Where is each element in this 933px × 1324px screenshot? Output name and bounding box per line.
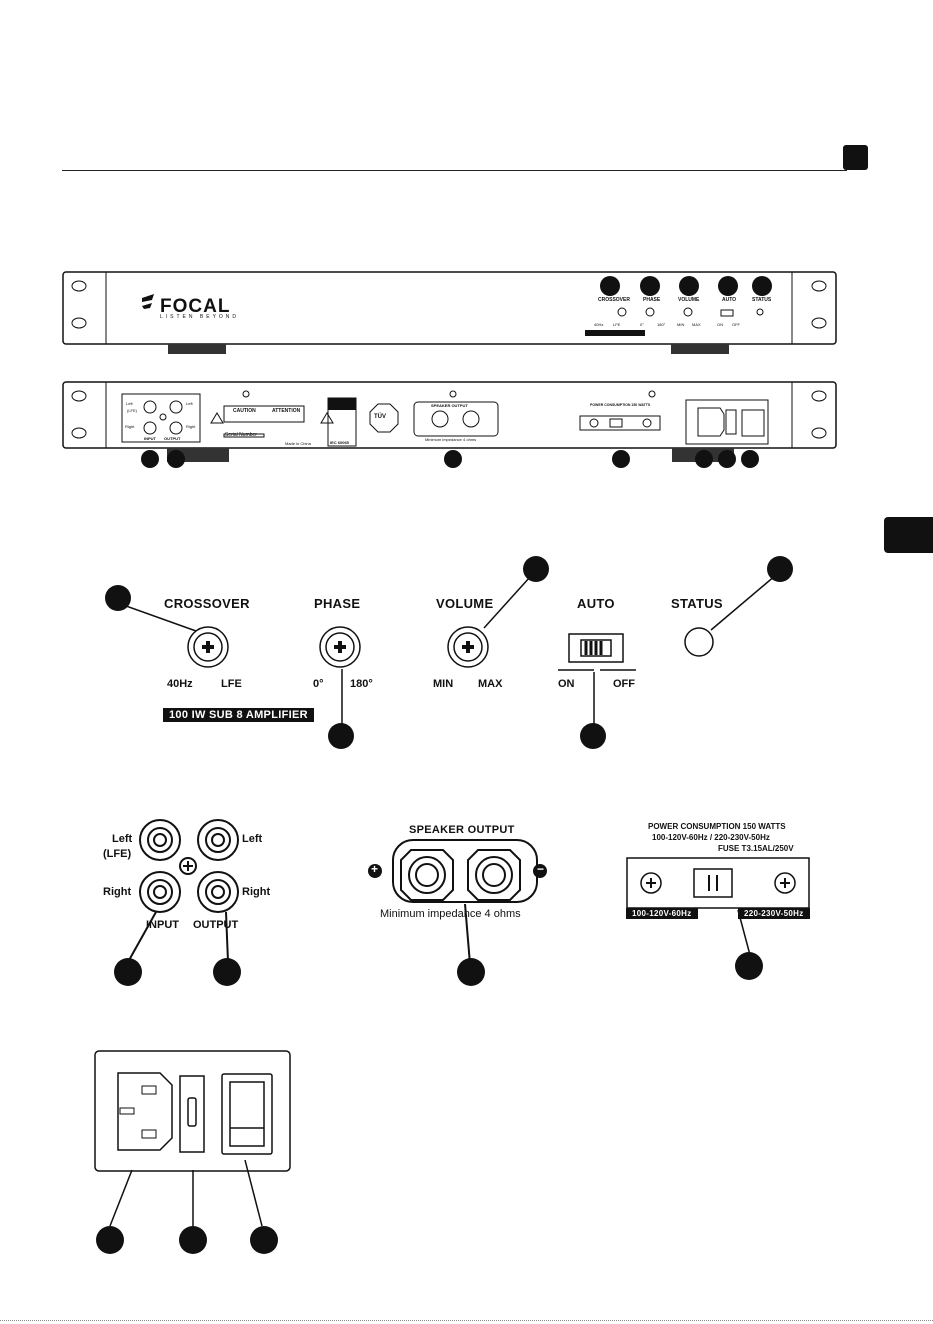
- speaker-minus-icon: −: [537, 862, 545, 876]
- callout-dot: [752, 276, 772, 296]
- callout-dot: [457, 958, 485, 986]
- io-detail-illustration: [127, 819, 239, 963]
- rear-made-in-label: Made in China: [285, 441, 311, 446]
- speaker-output-illustration: [368, 839, 547, 965]
- io-input-right-label: Right: [103, 886, 132, 898]
- callout-dot: [141, 450, 159, 468]
- crossover-max-label: LFE: [221, 678, 242, 690]
- rear-input-lfe-label: (LFE): [127, 408, 137, 413]
- power-consumption-line1: POWER CONSUMPTION 150 WATTS: [648, 822, 786, 831]
- phase-max-label: 180°: [350, 678, 373, 690]
- page-bottom-trim: [0, 1320, 933, 1321]
- front-label-auto: AUTO: [722, 297, 737, 303]
- rear-min-impedance-label: Minimum impedance 4 ohms: [425, 437, 477, 442]
- rear-input-left-label: Left: [126, 401, 133, 406]
- rear-serial-label: Serial Number: [225, 432, 257, 438]
- phase-min-label: 0°: [313, 678, 324, 690]
- rear-attention-label: ATTENTION: [272, 408, 301, 414]
- callout-dot: [523, 556, 549, 582]
- auto-off-label: OFF: [613, 678, 635, 690]
- callout-dot: [640, 276, 660, 296]
- header-rule: [62, 170, 847, 171]
- rear-standard-label: IEC 60065: [330, 440, 349, 445]
- front-sub-on: ON: [717, 322, 723, 327]
- callout-dot: [444, 450, 462, 468]
- amplifier-model-banner: 100 IW SUB 8 AMPLIFIER: [163, 708, 314, 722]
- callout-dot: [612, 450, 630, 468]
- crossover-min-label: 40Hz: [167, 678, 193, 690]
- front-sub-180: 180°: [657, 322, 666, 327]
- callout-dot: [105, 585, 131, 611]
- language-side-tab: [884, 517, 933, 553]
- front-sub-0: 0°: [640, 322, 644, 327]
- crossover-title: CROSSOVER: [164, 596, 250, 611]
- brand-tagline: LISTEN BEYOND: [160, 314, 240, 320]
- front-sub-40hz: 40Hz: [594, 322, 604, 327]
- chapter-marker: [843, 145, 868, 170]
- voltage-selector-illustration: [626, 857, 810, 956]
- io-left-label: Left: [112, 833, 133, 845]
- callout-dot: [679, 276, 699, 296]
- front-label-status: STATUS: [752, 297, 772, 303]
- front-label-phase: PHASE: [643, 297, 661, 303]
- io-output-label: OUTPUT: [193, 919, 239, 931]
- callout-dot: [695, 450, 713, 468]
- callout-dot: [96, 1226, 124, 1254]
- callout-dot: [250, 1226, 278, 1254]
- callout-dot: [167, 450, 185, 468]
- callout-dot: [718, 276, 738, 296]
- volume-max-label: MAX: [478, 678, 503, 690]
- rear-caution-label: CAUTION: [233, 408, 256, 414]
- rear-input-right-label: Right: [125, 424, 135, 429]
- controls-detail-illustration: [125, 574, 777, 731]
- callout-dot: [718, 450, 736, 468]
- front-sub-off: OFF: [732, 322, 740, 327]
- rear-output-right-label: Right: [186, 424, 196, 429]
- callout-dot: [213, 958, 241, 986]
- callout-dot: [741, 450, 759, 468]
- rear-output-left-label: Left: [186, 401, 193, 406]
- speaker-plus-icon: +: [371, 862, 379, 876]
- io-output-left-label: Left: [242, 833, 263, 845]
- callout-dot: [600, 276, 620, 296]
- callout-dot: [179, 1226, 207, 1254]
- callout-dot: [735, 952, 763, 980]
- speaker-min-impedance-label: Minimum impedance 4 ohms: [380, 908, 521, 920]
- callout-dot: [328, 723, 354, 749]
- front-label-crossover: CROSSOVER: [598, 297, 630, 303]
- rear-panel-illustration: [62, 381, 837, 462]
- focal-logo-icon: [142, 294, 154, 309]
- io-output-right-label: Right: [242, 886, 271, 898]
- phase-title: PHASE: [314, 596, 361, 611]
- io-lfe-label: (LFE): [103, 848, 132, 860]
- rear-tuv-mark: TÜV: [374, 414, 386, 420]
- front-sub-min: MIN: [677, 322, 685, 327]
- rear-input-label: INPUT: [144, 436, 156, 441]
- front-sub-lfe: LFE: [613, 322, 621, 327]
- front-sub-max: MAX: [692, 322, 701, 327]
- volume-min-label: MIN: [433, 678, 454, 690]
- voltage-tag-100v: 100-120V-60Hz: [626, 908, 698, 919]
- callout-dot: [580, 723, 606, 749]
- power-consumption-line3: FUSE T3.15AL/250V: [718, 844, 794, 853]
- voltage-tag-220v: 220-230V-50Hz: [738, 908, 810, 919]
- speaker-output-title: SPEAKER OUTPUT: [409, 824, 515, 836]
- power-inlet-illustration: [94, 1050, 291, 1227]
- callout-dot: [114, 958, 142, 986]
- power-consumption-line2: 100-120V-60Hz / 220-230V-50Hz: [652, 833, 770, 842]
- auto-on-label: ON: [558, 678, 575, 690]
- volume-title: VOLUME: [436, 596, 494, 611]
- rear-speaker-output-label: SPEAKER OUTPUT: [431, 403, 468, 408]
- brand-logo-text: FOCAL: [160, 296, 231, 317]
- rear-output-label: OUTPUT: [164, 436, 181, 441]
- front-label-volume: VOLUME: [678, 297, 700, 303]
- auto-title: AUTO: [577, 596, 615, 611]
- rear-power-text: POWER CONSUMPTION 150 WATTS: [590, 403, 651, 407]
- status-title: STATUS: [671, 596, 723, 611]
- callout-dot: [767, 556, 793, 582]
- io-input-label: INPUT: [146, 919, 179, 931]
